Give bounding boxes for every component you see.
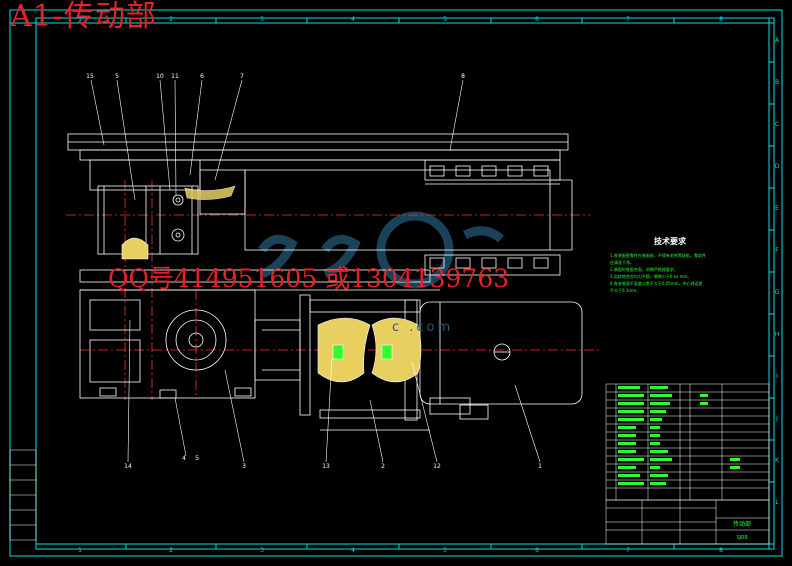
watermark-url: c .com [392,320,454,335]
callout-label: 5 [115,73,119,80]
callout-label: 5 [195,455,199,462]
grid-label: 5 [443,16,447,23]
grid-label: 7 [626,16,630,23]
grid-label: L [775,499,779,506]
grid-label: 6 [535,547,539,554]
callout-label: 4 [182,455,186,462]
grid-label: 4 [351,16,355,23]
grid-label: 4 [351,547,355,554]
grid-label: J [775,415,778,422]
callout-label: 13 [322,463,330,470]
callout-label: 10 [156,73,164,80]
callout-label: 14 [124,463,132,470]
highlight-parts [121,185,422,383]
tech-requirement-line: 3.齿轮啮合应均匀平稳，侧隙小于0.xx mm。 [610,274,692,279]
parts-list-entries [618,386,740,485]
grid-label: I [776,373,778,380]
grid-label: H [775,331,780,338]
grid-label: 8 [719,16,723,23]
drawing-title: A1-传动部 [10,0,157,34]
tech-requirement-line: 1.各装配图零件在装配前，不得有毛刺等缺陷。零部件 [610,253,706,258]
grid-label: K [775,457,780,464]
grid-label: 7 [626,547,630,554]
callout-label: 8 [461,73,465,80]
grid-label: B [775,79,779,86]
title-block [605,499,770,545]
grid-label: 3 [260,547,264,554]
callout-label: 6 [200,73,204,80]
frame-grid-ticks [125,18,774,549]
grid-label: 6 [535,16,539,23]
tech-requirement-line: 应清洗干净。 [610,260,634,265]
grid-label: 1 [78,16,82,23]
grid-label: F [775,247,779,254]
tech-requirement-line: 2.装配时各配合面，间隙严格按要求。 [610,267,678,272]
grid-label: 1 [78,547,82,554]
callout-label: 12 [433,463,441,470]
callout-label: 15 [86,73,94,80]
revision-table [9,449,37,541]
grid-label: G [775,289,780,296]
tech-requirement-line: 不大于0.1mm。 [610,288,641,293]
title-block-name: 传动部 [733,520,751,528]
grid-label: 8 [719,547,723,554]
parts-list-table [605,383,770,501]
watermark-contact: QQ号414951605 或1304139763 [108,264,510,293]
grid-label: D [775,163,780,170]
callout-label: 3 [242,463,246,470]
grid-label: 5 [443,547,447,554]
tech-requirement-line: 4.各安装面平面度公差不大于0.05mm，中心线误差 [610,281,703,286]
callout-label: 2 [381,463,385,470]
grid-label: A [775,37,780,44]
grid-label: 2 [169,547,173,554]
grid-label: 3 [260,16,264,23]
callout-label: 1 [538,463,542,470]
assembly-drawing [67,133,583,431]
callout-label: 7 [240,73,244,80]
title-block-drawing-no: SJ09 [736,535,747,541]
grid-label: 2 [169,16,173,23]
tech-requirements-heading: 技术要求 [654,237,686,246]
callout-label: 11 [171,73,179,80]
leader-lines [90,79,541,463]
grid-label: C [775,121,779,128]
grid-label: E [775,205,779,212]
